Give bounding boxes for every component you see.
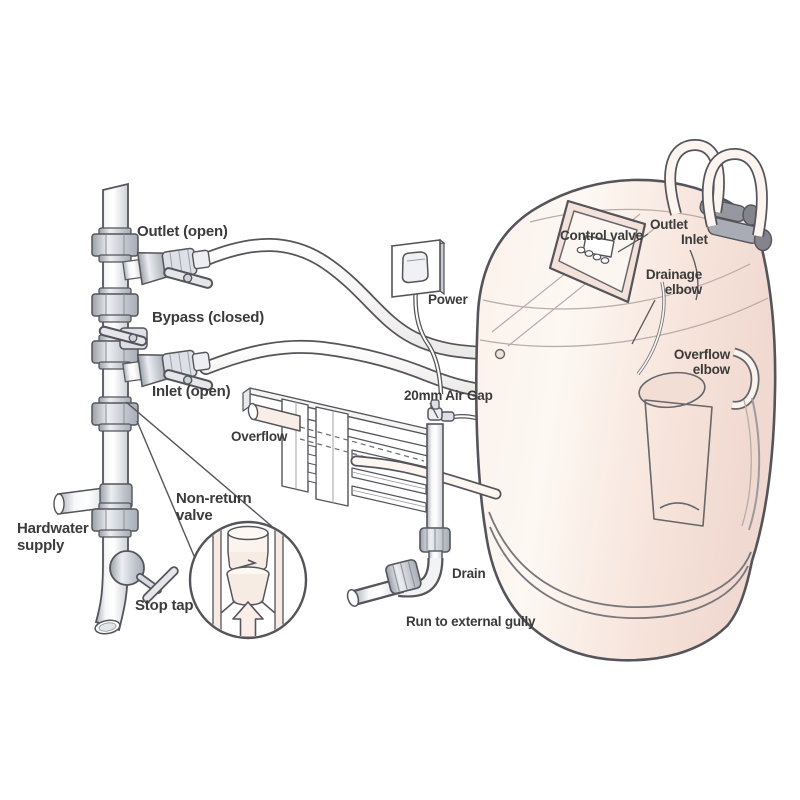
power-cable bbox=[413, 285, 444, 395]
internal-drain-line bbox=[636, 281, 666, 376]
label-overflow: Overflow bbox=[231, 429, 288, 444]
label-drainage-elbow: Drainage elbow bbox=[645, 267, 702, 298]
label-outlet-open: Outlet (open) bbox=[137, 223, 228, 240]
rising-main-assembly bbox=[53, 182, 213, 635]
control-buttons bbox=[576, 246, 610, 264]
control-panel bbox=[548, 199, 647, 304]
label-inlet-open: Inlet (open) bbox=[152, 383, 231, 400]
gully-pipe bbox=[346, 559, 422, 607]
hose-loops bbox=[664, 139, 768, 238]
gully-nut bbox=[385, 559, 422, 595]
label-stop-tap: Stop tap bbox=[135, 597, 194, 614]
label-outlet: Outlet bbox=[650, 217, 688, 232]
label-bypass-closed: Bypass (closed) bbox=[152, 309, 265, 326]
outlet-hose bbox=[197, 238, 503, 361]
overflow-hose bbox=[350, 455, 502, 500]
wall-section bbox=[242, 387, 441, 513]
cabinet-rim bbox=[488, 511, 752, 619]
non-return-valve-inset bbox=[188, 520, 308, 640]
label-overflow-elbow: Overflow elbow bbox=[673, 347, 730, 378]
body-port bbox=[494, 348, 506, 360]
bypass-valve bbox=[98, 325, 148, 350]
drain-standpipe bbox=[346, 399, 455, 607]
label-drain: Drain bbox=[452, 566, 486, 581]
label-air-gap: 20mm Air Gap bbox=[404, 388, 493, 403]
water-softener-unit bbox=[474, 139, 777, 662]
label-run-to-external-gully: Run to external gully bbox=[406, 614, 536, 629]
overflow-elbow-tube bbox=[731, 347, 761, 531]
overflow-pipe-outlet bbox=[247, 402, 301, 432]
label-inlet: Inlet bbox=[681, 232, 708, 247]
inlet-hose bbox=[199, 339, 504, 399]
handle-recess bbox=[638, 371, 706, 409]
label-power: Power bbox=[428, 292, 468, 307]
label-control-valve: Control valve bbox=[560, 228, 643, 243]
compression-nut bbox=[419, 527, 451, 553]
power-socket bbox=[390, 238, 446, 298]
label-non-return-valve: Non-return valve bbox=[176, 490, 252, 524]
power-plug bbox=[401, 251, 429, 284]
leader-lines bbox=[429, 233, 699, 419]
label-hardwater-supply: Hardwater supply bbox=[17, 520, 89, 554]
flow-arrow-icon bbox=[232, 601, 264, 637]
magnifier-cone bbox=[125, 401, 283, 564]
stop-tap bbox=[109, 550, 179, 603]
brine-panel bbox=[644, 399, 713, 527]
